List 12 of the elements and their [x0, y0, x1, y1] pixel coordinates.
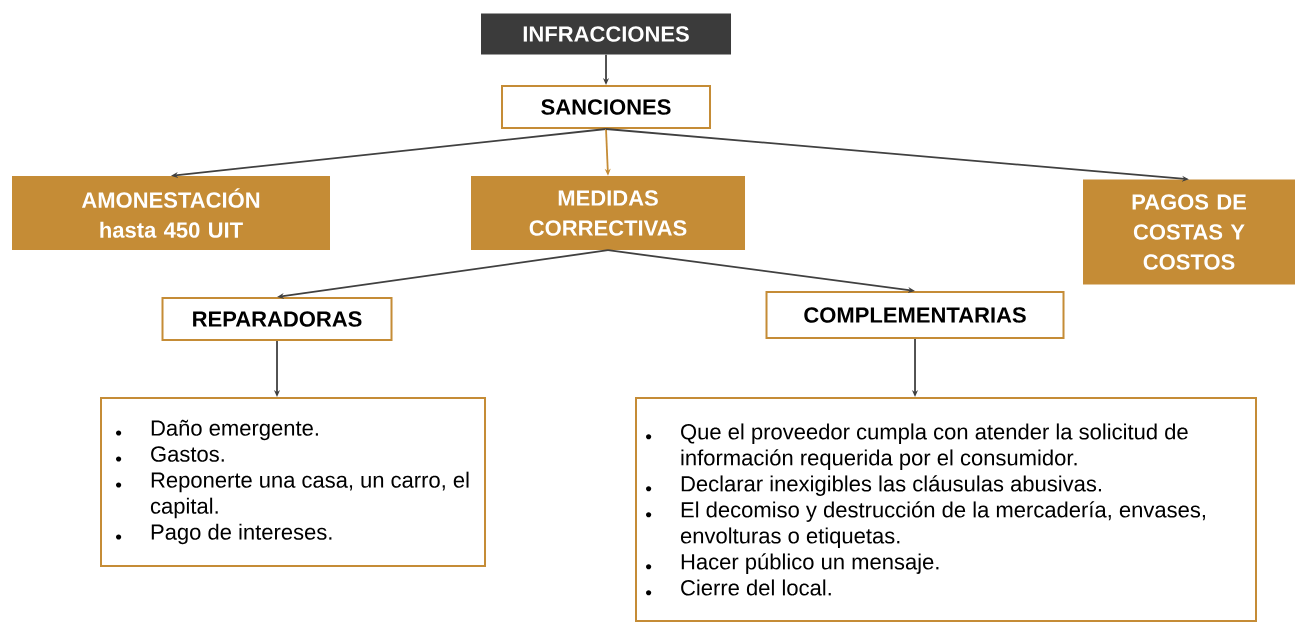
- title-box: INFRACCIONES: [481, 13, 731, 55]
- arrow: [605, 128, 1189, 182]
- arrow: [277, 249, 609, 300]
- arrow: [171, 128, 607, 179]
- category-box: SANCIONES: [501, 85, 711, 129]
- category-box: MEDIDAS CORRECTIVAS: [471, 176, 745, 250]
- category-box: PAGOS DE COSTAS Y COSTOS: [1083, 179, 1295, 285]
- bullet-list-box: Que el proveedor cumpla con atender la solicitud de información requerida por el consumidor. Declarar inexigibles las cláusulas abusivas. El decomiso y destrucción de la mercadería, envases, envolturas o etiquetas. Hacer público un mensaje. Cierre del local.: [635, 397, 1257, 622]
- bullet-list-box: Daño emergente. Gastos. Reponerte una casa, un carro, el capital. Pago de intereses.: [100, 397, 486, 567]
- category-box: REPARADORAS: [161, 297, 393, 341]
- category-box: COMPLEMENTARIAS: [765, 291, 1065, 339]
- category-box: AMONESTACIÓN hasta 450 UIT: [12, 176, 330, 250]
